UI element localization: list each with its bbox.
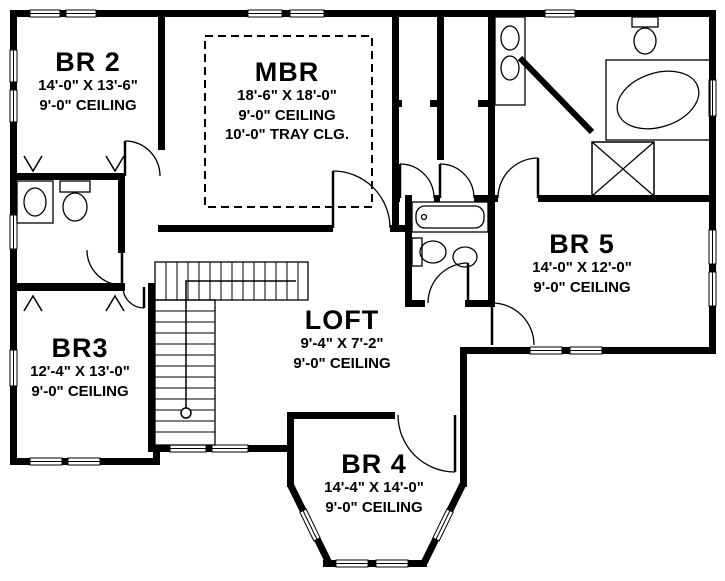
tray-ceiling-outline [204, 35, 373, 208]
master-bath-fixtures [494, 16, 711, 197]
room-ceiling: 9'-0" CEILING [31, 382, 129, 400]
door-closet-right [438, 163, 475, 199]
room-dims: 14'-0" X 12'-0" [532, 259, 632, 277]
bathtub-inner [415, 205, 485, 229]
toilet [419, 240, 447, 264]
room-name: BR 4 [341, 449, 407, 479]
window [29, 457, 63, 466]
window [335, 559, 369, 568]
sink [452, 246, 478, 268]
window [9, 49, 18, 83]
window [9, 349, 18, 387]
garden-tub [616, 70, 700, 130]
room-dims: 14'-0" X 13'-6" [38, 77, 138, 95]
room-label-loft: LOFT 9'-4" X 7'-2" 9'-0" CEILING [293, 306, 390, 373]
tub-platform [605, 59, 711, 141]
room-label-br2: BR 2 14'-0" X 13'-6" 9'-0" CEILING [38, 48, 138, 115]
window [211, 444, 249, 453]
center-bath-fixtures [411, 201, 489, 268]
room-ceiling: 9'-0" CEILING [325, 498, 423, 516]
room-name: MBR [254, 57, 320, 87]
room-tray-ceiling: 10'-0" TRAY CLG. [224, 126, 350, 144]
window [29, 9, 61, 18]
angled-bath-wall [517, 55, 595, 135]
window [708, 229, 717, 265]
door-master-bath [497, 157, 540, 199]
room-dims: 18'-6" X 18'-0" [237, 87, 337, 105]
closet-door-chevrons [23, 155, 125, 312]
stair-direction-line [185, 280, 296, 408]
windows [9, 9, 717, 568]
door-br4 [397, 414, 457, 473]
hall-bath-fixtures [16, 180, 91, 224]
window [67, 457, 101, 466]
room-ceiling: 9'-0" CEILING [293, 354, 391, 372]
door-br2 [123, 140, 161, 177]
shower [591, 141, 655, 197]
stair-direction-marker [180, 407, 192, 419]
window [375, 559, 409, 568]
window [708, 271, 717, 307]
toilet [62, 192, 88, 222]
toilet-tank [59, 180, 91, 193]
room-label-mbr: MBR 18'-6" X 18'-0" 9'-0" CEILING 10'-0"… [225, 58, 349, 145]
window [169, 444, 207, 453]
sink [500, 55, 520, 81]
window [299, 508, 321, 542]
window [529, 346, 563, 355]
window [65, 9, 97, 18]
room-ceiling: 9'-0" CEILING [238, 106, 336, 124]
room-dims: 14'-4" X 14'-0" [324, 479, 424, 497]
interior-walls [10, 10, 716, 452]
vanity-counter [494, 16, 526, 106]
door-br3 [122, 286, 146, 309]
window [708, 79, 717, 117]
room-name: BR 5 [549, 229, 615, 259]
door-closet-left [398, 163, 435, 199]
room-name: LOFT [304, 305, 380, 335]
room-dims: 12'-4" X 13'-0" [30, 363, 130, 381]
window [289, 9, 325, 18]
room-ceiling: 9'-0" CEILING [533, 278, 631, 296]
toilet-tank [411, 237, 423, 267]
window [9, 214, 18, 250]
window [544, 9, 576, 18]
window [247, 9, 283, 18]
door-bath2 [427, 262, 470, 304]
door-mbr [331, 170, 391, 229]
sink [500, 25, 520, 51]
window [432, 508, 454, 542]
toilet-tank [631, 16, 659, 28]
door-br5 [490, 302, 535, 346]
room-label-br3: BR3 12'-4" X 13'-0" 9'-0" CEILING [30, 334, 130, 401]
room-label-br4: BR 4 14'-4" X 14'-0" 9'-0" CEILING [324, 450, 424, 517]
toilet [633, 27, 657, 55]
sink [23, 187, 47, 217]
window [569, 346, 603, 355]
room-ceiling: 9'-0" CEILING [39, 96, 137, 114]
room-name: BR3 [51, 333, 109, 363]
doors [86, 140, 540, 473]
sink-counter [16, 180, 54, 224]
room-name: BR 2 [55, 47, 121, 77]
room-label-br5: BR 5 14'-0" X 12'-0" 9'-0" CEILING [532, 230, 632, 297]
window [9, 89, 18, 123]
shower-glass-line [591, 141, 655, 197]
bathtub-drain [420, 213, 428, 221]
room-dims: 9'-4" X 7'-2" [300, 335, 384, 353]
bathtub [411, 201, 489, 233]
stairs [154, 261, 309, 446]
door-bath1 [86, 249, 124, 286]
